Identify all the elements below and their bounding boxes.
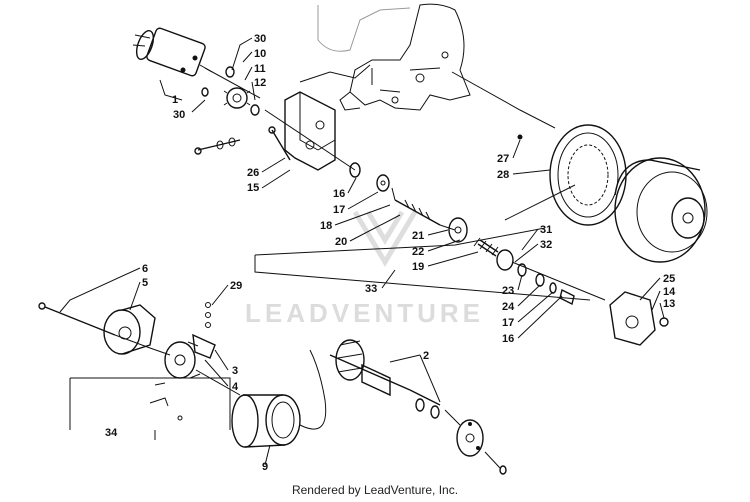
flywheel-housing xyxy=(614,157,708,263)
mounting-bracket xyxy=(194,91,336,171)
leader-lines xyxy=(59,37,665,466)
callout-27: 27 xyxy=(497,153,509,165)
callout-24: 24 xyxy=(502,301,515,313)
callout-32: 32 xyxy=(540,239,552,251)
callout-1: 1 xyxy=(172,94,178,106)
starter-solenoid xyxy=(132,27,213,77)
footer-credit: Rendered by LeadVenture, Inc. xyxy=(291,483,459,497)
through-bolt xyxy=(38,302,116,336)
callout-22: 22 xyxy=(412,246,424,258)
field-housing xyxy=(231,394,301,448)
callout-28: 28 xyxy=(497,169,509,181)
callout-26: 26 xyxy=(247,167,259,179)
armature xyxy=(329,339,441,419)
end-frame xyxy=(103,304,156,355)
callout-9: 9 xyxy=(262,461,268,473)
callout-13: 13 xyxy=(663,298,675,310)
callout-18: 18 xyxy=(320,220,332,232)
alignment-lines xyxy=(114,64,606,469)
callouts: 1 30 10 11 12 30 26 15 16 17 18 20 21 22… xyxy=(105,33,676,473)
callout-12: 12 xyxy=(254,77,266,89)
callout-30: 30 xyxy=(254,33,266,45)
watermark-logo xyxy=(352,210,418,267)
callout-3: 3 xyxy=(232,365,238,377)
callout-16: 16 xyxy=(333,188,345,200)
callout-21: 21 xyxy=(412,230,424,242)
callout-19: 19 xyxy=(412,261,424,273)
callout-5: 5 xyxy=(142,277,148,289)
engine-block xyxy=(317,3,471,111)
callout-31: 31 xyxy=(540,224,552,236)
pinion-gear xyxy=(201,66,260,116)
ring-gear xyxy=(517,124,627,226)
callout-15: 15 xyxy=(247,182,259,194)
terminal-hardware xyxy=(149,302,216,421)
callout-23: 23 xyxy=(502,285,514,297)
callout-4: 4 xyxy=(232,381,239,393)
watermark: LEADVENTURE xyxy=(245,298,484,328)
drive-end-plate xyxy=(456,419,507,475)
callout-17: 17 xyxy=(502,317,514,329)
callout-29: 29 xyxy=(230,280,242,292)
callout-20: 20 xyxy=(335,236,347,248)
callout-16: 16 xyxy=(502,333,514,345)
callout-2: 2 xyxy=(423,350,429,362)
callout-33: 33 xyxy=(365,283,377,295)
callout-10: 10 xyxy=(254,48,266,60)
callout-6: 6 xyxy=(142,263,148,275)
end-cover xyxy=(609,291,669,346)
callout-17: 17 xyxy=(333,204,345,216)
callout-11: 11 xyxy=(254,63,266,75)
callout-30: 30 xyxy=(173,109,185,121)
callout-14: 14 xyxy=(663,286,676,298)
callout-25: 25 xyxy=(663,273,675,285)
callout-34: 34 xyxy=(105,427,118,439)
